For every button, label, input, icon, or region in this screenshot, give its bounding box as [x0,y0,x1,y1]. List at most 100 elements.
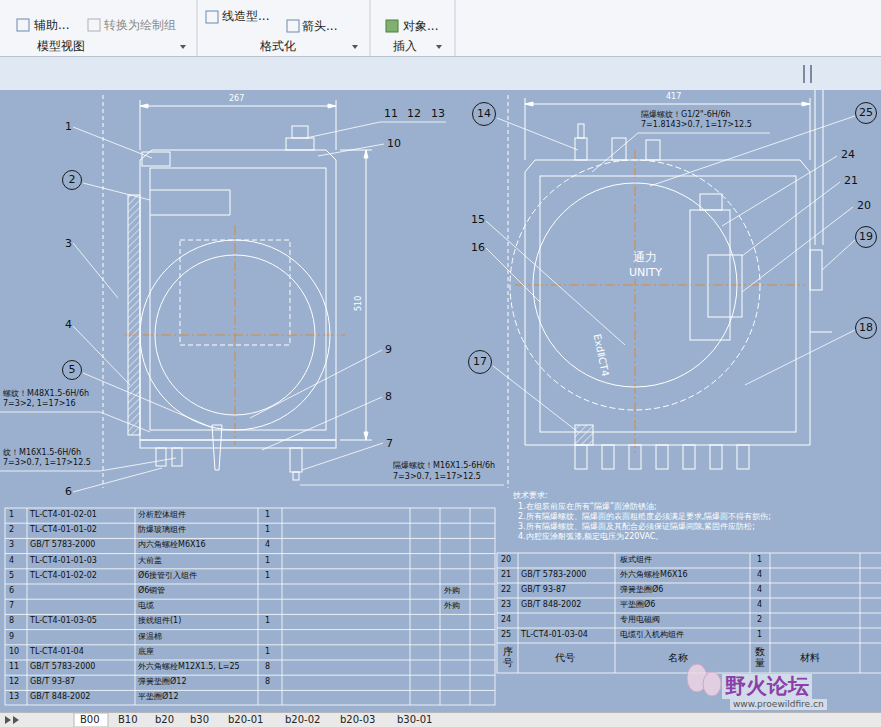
table-cell: 2 [9,525,14,535]
table-cell: 弹簧垫圈Ø12 [138,677,186,687]
drawing-ellipse [703,672,721,696]
tab-bar [0,712,881,727]
table-cell: 6 [9,586,14,596]
drawing-path [262,397,382,450]
toolbar-label: 线造型... [222,9,269,23]
callout-circle: 25 [855,102,877,124]
table-cell: 4 [757,585,762,595]
drawing-line [497,643,881,644]
callout-number: 18 [859,321,873,334]
bom-table-lines [5,508,881,705]
drawing-line [235,225,236,445]
table-cell: 20 [501,555,511,565]
drawing-rect [128,195,140,435]
drawing-rect [386,20,398,32]
drawing-line [5,599,495,600]
table-cell: GB/T 5783-2000 [521,570,586,580]
drawing-line [336,100,337,150]
drawing-rect [497,553,881,673]
sheet-tab: b20-01 [228,714,263,726]
table-cell: 24 [501,615,511,625]
table-cell: 21 [501,570,511,580]
toolbar-ground [0,0,881,57]
callout-text: 7=1.8143>0.7, 1=17>12.5 [640,120,753,130]
drawing-line [860,553,861,673]
drawing-path [486,221,625,345]
callout-text: 7 [385,437,394,450]
drawing-line [370,0,371,56]
callout-number: 19 [859,230,873,243]
table-cell: GB/T 5783-2000 [30,540,95,550]
drawing-line [518,553,519,673]
table-header: 数量 [755,646,765,668]
callout-text: 隔爆螺纹！M16X1.5-6H/6h [392,461,496,471]
drawing-path [0,412,150,432]
callout-text: 7=3>0.7, 1=17>12.5 [392,472,482,482]
drawing-line [5,614,495,615]
table-cell: 名称 [668,652,688,664]
drawing-line [366,150,367,440]
drawing-path [5,716,19,724]
watermark-butterfly [687,664,721,696]
watermark: 野火论坛 [722,674,812,699]
drawing-line [5,568,495,569]
sheet-tab: b20 [155,714,174,726]
sheet-tab: B00 [80,714,100,726]
drawing-rect [17,19,29,31]
callout-text: 1 [64,120,73,133]
drawing-line [140,106,336,107]
drawing-line [810,332,832,333]
drawing-circle [533,183,737,387]
drawing-circle [510,160,760,410]
sheet-tab: b20-03 [340,714,375,726]
toolbar-label: 插入 [393,39,417,53]
drawing-rect [286,138,314,150]
table-cell: 22 [501,585,511,595]
table-cell: 1 [265,510,270,520]
drawing-rect [810,250,822,290]
drawing-path [592,133,770,172]
drawing-rect [290,448,302,472]
drawing-rect [206,11,218,23]
table-cell: 1 [265,647,270,657]
drawing-path [722,156,837,226]
sheet-strip [0,57,881,90]
callout-number: 25 [859,106,873,119]
drawing-rect [710,445,722,469]
table-cell: 防爆玻璃组件 [138,525,186,535]
table-cell: GB/T 5783-2000 [30,662,95,672]
drawing-line [508,95,509,488]
drawing-path [302,443,383,470]
callout-text: 24 [840,148,856,161]
drawing-line [635,150,636,455]
drawing-line [497,628,881,629]
table-cell: TL-CT4-01-03-05 [30,616,97,626]
callout-text: 纹！M16X1.5-6H/6h [2,448,82,458]
drawing-rect [578,124,584,138]
drawing-path [436,45,442,49]
callout-text: 13 [430,107,446,120]
drawing-line [615,553,616,673]
table-cell: 1 [265,571,270,581]
drawing-line [5,675,495,676]
callout-text: 4 [64,318,73,331]
right-leaders [486,116,855,432]
drawing-rect [602,445,614,469]
table-cell: TL-CT4-01-02-01 [30,510,97,520]
table-header: 序号 [503,646,513,668]
drawing-rect [629,445,641,469]
right-view [508,90,832,488]
callout-circle: 19 [855,226,877,248]
drawing-path [73,326,130,385]
drawing-rect [803,65,805,83]
drawing-path [745,330,855,385]
drawing-text: 2.所有隔爆螺纹、隔爆面的表面粗糙度必须满足要求,隔爆面不得有损伤; [517,512,772,522]
table-cell: 10 [9,647,19,657]
drawing-line [5,538,495,539]
drawing-text: 1.在组装前应在所有“隔爆”面涂防锈油; [517,502,658,512]
drawing-path [140,150,336,440]
drawing-line [525,104,810,105]
callout-number: 5 [69,363,76,376]
drawing-rect [150,168,326,430]
table-cell: 4 [9,556,14,566]
